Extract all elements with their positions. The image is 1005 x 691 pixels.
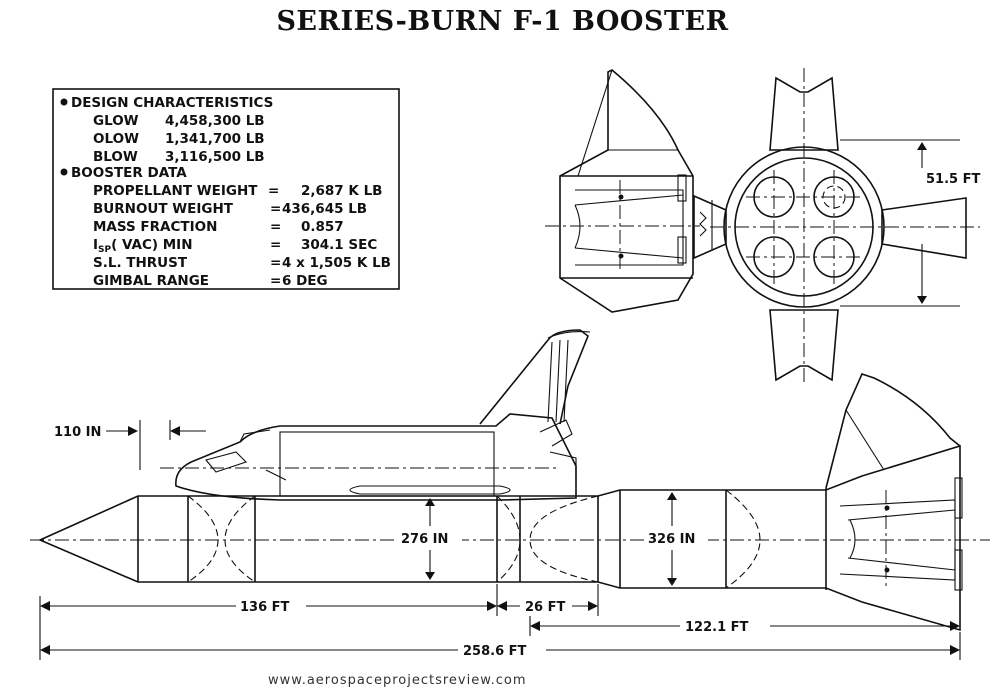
aft-side-view (545, 69, 713, 313)
booster-value-thrust: 4 x 1,505 K LB (282, 255, 391, 271)
dim-engine-spacing: 51.5 FT (926, 172, 980, 187)
orbiter (160, 329, 591, 501)
website-credit: www.aerospaceprojectsreview.com (268, 673, 527, 688)
offset-dimension: 110 IN (54, 420, 206, 470)
booster-eq-thrust: = (270, 255, 281, 271)
booster-label-gimbal: GIMBAL RANGE (93, 273, 209, 289)
booster-label-burnout: BURNOUT WEIGHT (93, 201, 234, 217)
booster-eq-isp: = (270, 237, 281, 253)
design-label-blow: BLOW (93, 149, 138, 165)
aft-end-view: 51.5 FT (693, 68, 980, 385)
bullet-design (60, 98, 68, 106)
dim-inter-len: 26 FT (525, 600, 565, 615)
bullet-booster (60, 168, 68, 176)
dim-diam-fwd: 276 IN (401, 532, 448, 547)
booster-value-burnout: 436,645 LB (282, 201, 367, 217)
booster-value-massfraction: 0.857 (301, 219, 344, 235)
design-value-olow: 1,341,700 LB (165, 131, 265, 147)
booster-value-propellant: 2,687 K LB (301, 183, 382, 199)
dim-fwd-len: 136 FT (240, 600, 290, 615)
design-label-olow: OLOW (93, 131, 139, 147)
design-value-blow: 3,116,500 LB (165, 149, 265, 165)
booster-value-gimbal: 6 DEG (282, 273, 328, 289)
booster-label-isp: ISP( VAC) MIN (93, 237, 193, 255)
drawing-title: SERIES-BURN F-1 BOOSTER (276, 6, 729, 37)
booster-header: BOOSTER DATA (71, 165, 187, 181)
design-label-glow: GLOW (93, 113, 139, 129)
data-box (52, 88, 400, 290)
booster-label-thrust: S.L. THRUST (93, 255, 188, 271)
booster-value-isp: 304.1 SEC (301, 237, 377, 253)
dim-offset: 110 IN (54, 425, 101, 440)
booster-body: 276 IN 326 IN (30, 373, 990, 632)
dim-total-len: 258.6 FT (463, 644, 527, 659)
dim-diam-aft: 326 IN (648, 532, 695, 547)
booster-eq-burnout: = (270, 201, 281, 217)
booster-eq-massfraction: = (270, 219, 281, 235)
booster-eq-gimbal: = (270, 273, 281, 289)
booster-label-massfraction: MASS FRACTION (93, 219, 217, 235)
design-value-glow: 4,458,300 LB (165, 113, 265, 129)
length-dimensions: 136 FT 26 FT 122.1 FT 258.6 FT (39, 584, 961, 660)
dim-aft-len: 122.1 FT (685, 620, 749, 635)
booster-label-propellant: PROPELLANT WEIGHT (93, 183, 258, 199)
design-header: DESIGN CHARACTERISTICS (71, 95, 273, 111)
booster-eq-propellant: = (268, 183, 279, 199)
